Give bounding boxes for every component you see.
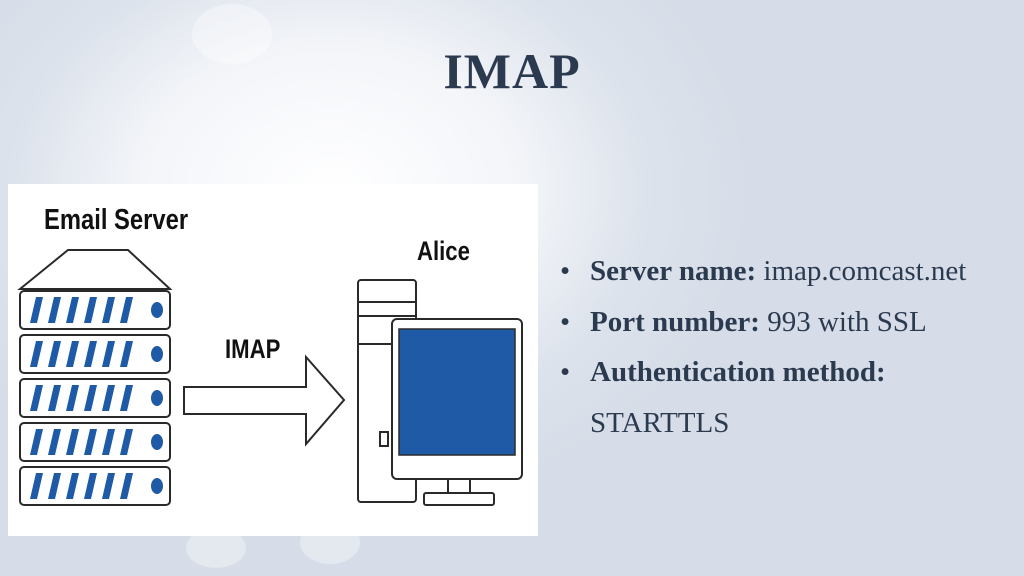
- server-slot: [84, 429, 97, 455]
- server-slot: [66, 429, 79, 455]
- server-slot: [30, 473, 43, 499]
- bullet-label: Port number:: [590, 305, 760, 338]
- bullet-value: imap.comcast.net: [756, 255, 967, 287]
- server-slot: [102, 473, 115, 499]
- email-server-label: Email Server: [44, 204, 189, 236]
- server-slot: [30, 297, 43, 323]
- bullet-label: Server name:: [590, 255, 757, 287]
- monitor-icon: [391, 318, 523, 506]
- diagram-graphic: [17, 249, 523, 506]
- alice-label: Alice: [417, 236, 470, 266]
- bullet-authentication: • Authentication method: STARTTLS: [560, 347, 1010, 448]
- server-slot: [120, 385, 133, 411]
- bullet-value: 993 with SSL: [759, 305, 927, 338]
- server-slot: [102, 385, 115, 411]
- server-slot: [102, 297, 115, 323]
- background-bubble: [192, 4, 272, 64]
- bullet-server-name: • Server name: imap.comcast.net: [560, 246, 1010, 297]
- server-slot: [84, 385, 97, 411]
- server-unit: [19, 466, 171, 506]
- bullet-dot: •: [560, 305, 571, 338]
- imap-arrow-label: IMAP: [225, 334, 281, 364]
- server-slot: [120, 341, 133, 367]
- server-slot: [84, 341, 97, 367]
- server-slot: [66, 341, 79, 367]
- server-icon: [19, 290, 171, 506]
- server-slot: [30, 385, 43, 411]
- server-slot: [66, 385, 79, 411]
- server-led: [151, 302, 163, 318]
- server-slot: [48, 297, 61, 323]
- server-led: [151, 390, 163, 406]
- server-slot: [48, 385, 61, 411]
- server-slot: [66, 297, 79, 323]
- imap-diagram: Email Server Alice IMAP: [8, 184, 538, 536]
- server-slot: [30, 341, 43, 367]
- server-slot: [120, 297, 133, 323]
- imap-arrow: [183, 354, 346, 447]
- server-led: [151, 434, 163, 450]
- server-slot: [102, 429, 115, 455]
- server-unit: [19, 290, 171, 330]
- server-slot: [30, 429, 43, 455]
- bullet-list: • Server name: imap.comcast.net • Port n…: [560, 246, 1010, 448]
- server-slot: [48, 429, 61, 455]
- server-slot: [102, 341, 115, 367]
- server-slot: [48, 473, 61, 499]
- bullet-dot: •: [560, 255, 571, 287]
- server-slot: [120, 429, 133, 455]
- server-roof: [17, 249, 173, 290]
- server-slot: [66, 473, 79, 499]
- server-led: [151, 478, 163, 494]
- server-led: [151, 346, 163, 362]
- bullet-label: Authentication method:: [590, 356, 886, 388]
- bullet-port-number: • Port number: 993 with SSL: [560, 297, 1010, 348]
- bullet-dot: •: [560, 356, 571, 388]
- bullet-value: STARTTLS: [590, 406, 730, 439]
- server-slot: [84, 473, 97, 499]
- server-unit: [19, 378, 171, 418]
- server-unit: [19, 334, 171, 374]
- server-slot: [120, 473, 133, 499]
- server-slot: [48, 341, 61, 367]
- server-slot: [84, 297, 97, 323]
- server-unit: [19, 422, 171, 462]
- slide-title: IMAP: [443, 43, 581, 99]
